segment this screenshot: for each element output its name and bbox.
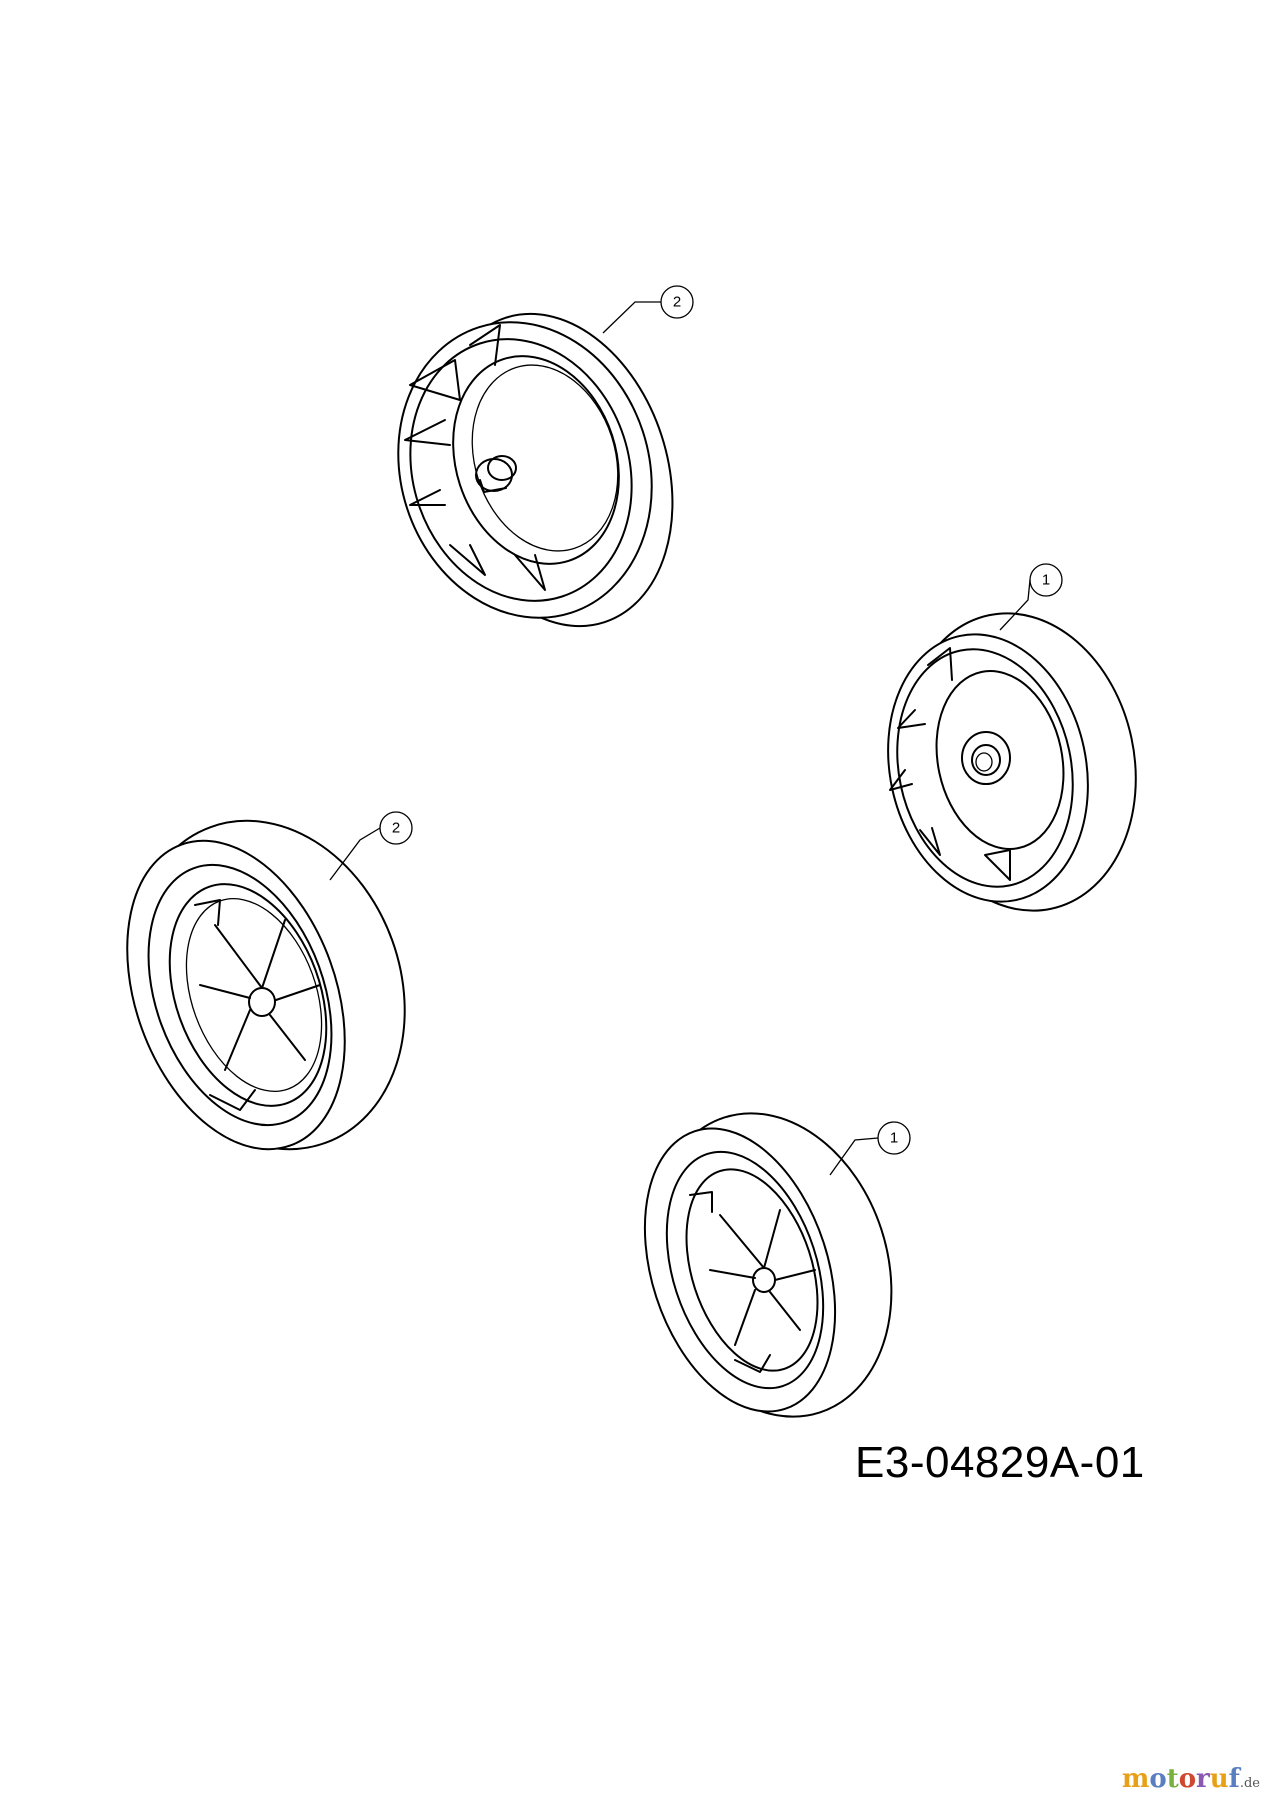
svg-text:2: 2 [392, 820, 400, 837]
callout-2-left: 2 [329, 811, 413, 881]
callout-1-bottom: 1 [829, 1121, 911, 1176]
svg-text:1: 1 [1042, 572, 1050, 589]
svg-text:1: 1 [890, 1130, 898, 1147]
callout-1-right: 1 [999, 563, 1063, 631]
drawing-code: E3-04829A-01 [855, 1438, 1145, 1487]
wheel-front-bottom [643, 1112, 893, 1418]
watermark-logo: motoruf.de [1121, 1764, 1260, 1794]
callout-2-top: 2 [602, 285, 694, 334]
wheel-rear-left [126, 819, 406, 1151]
wheel-rear-top [397, 312, 674, 628]
svg-text:2: 2 [673, 294, 681, 311]
wheel-front-right [887, 612, 1137, 912]
